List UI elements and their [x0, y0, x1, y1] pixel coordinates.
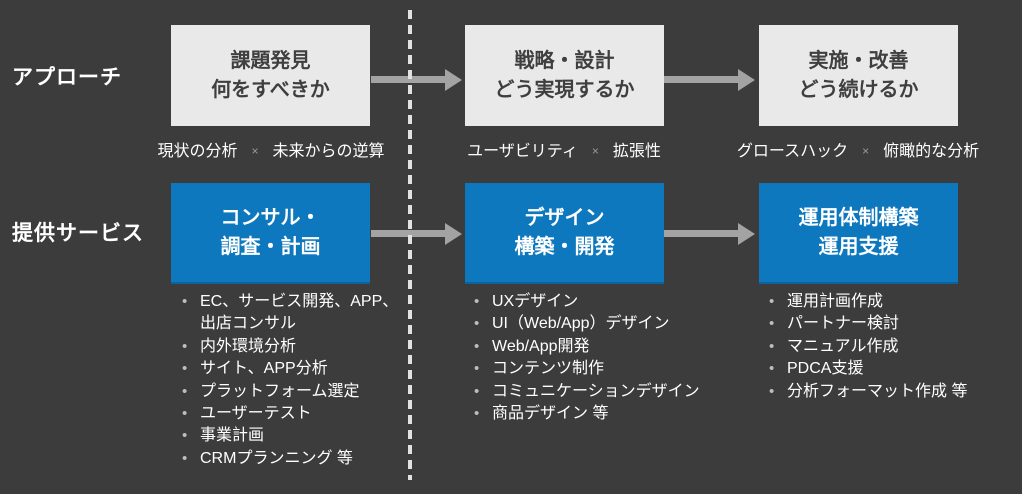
- caption-discovery: 現状の分析 × 未来からの逆算: [111, 137, 431, 161]
- list-item: マニュアル作成: [768, 336, 1020, 359]
- multiply-separator: ×: [591, 144, 599, 158]
- caption-strategy: ユーザビリティ × 拡張性: [404, 137, 724, 161]
- stage-box-strategy: 戦略・設計 どう実現するか: [465, 25, 664, 126]
- service-box-title-line: 運用支援: [818, 235, 899, 258]
- stage-box-title-line: 課題発見: [230, 49, 311, 72]
- service-box-design-dev: デザイン 構築・開発: [465, 183, 664, 284]
- row-label-services: 提供サービス: [12, 222, 144, 245]
- list-item: 事業計画: [181, 425, 409, 448]
- caption-right: 俯瞰的な分析: [883, 143, 980, 160]
- arrow-right-icon: [664, 76, 738, 83]
- multiply-separator: ×: [251, 144, 259, 158]
- list-item: コミュニケーションデザイン: [473, 381, 725, 404]
- caption-left: 現状の分析: [157, 143, 238, 160]
- list-item: 商品デザイン 等: [473, 403, 725, 426]
- caption-left: ユーザビリティ: [467, 143, 578, 160]
- list-item: UXデザイン: [473, 291, 725, 314]
- service-box-consulting: コンサル・ 調査・計画: [171, 183, 370, 284]
- caption-improve: グロースハック × 俯瞰的な分析: [698, 137, 1018, 161]
- dashed-divider-line: [408, 10, 412, 480]
- service-box-title-line: デザイン: [524, 206, 605, 229]
- list-item: CRMプランニング 等: [181, 448, 409, 471]
- service-box-title-line: 構築・開発: [514, 235, 615, 258]
- stage-box-title-line: 戦略・設計: [514, 49, 615, 72]
- arrow-right-icon: [664, 230, 738, 237]
- service-list-operation: 運用計画作成 パートナー検討 マニュアル作成 PDCA支援 分析フォーマット作成…: [768, 291, 1020, 403]
- caption-right: 拡張性: [612, 143, 661, 160]
- stage-box-title-line: どう続けるか: [798, 78, 919, 101]
- caption-right: 未来からの逆算: [272, 143, 385, 160]
- list-item: ユーザーテスト: [181, 403, 409, 426]
- list-item: PDCA支援: [768, 358, 1020, 381]
- list-item: プラットフォーム選定: [181, 381, 409, 404]
- caption-left: グロースハック: [736, 143, 849, 160]
- list-item: サイト、APP分析: [181, 358, 409, 381]
- stage-box-discovery: 課題発見 何をすべきか: [171, 25, 370, 126]
- list-item: 内外環境分析: [181, 336, 409, 359]
- stage-box-improve: 実施・改善 どう続けるか: [759, 25, 958, 126]
- list-item: UI（Web/App）デザイン: [473, 313, 725, 336]
- service-list-consulting: EC、サービス開発、APP、出店コンサル 内外環境分析 サイト、APP分析 プラ…: [181, 291, 409, 471]
- service-box-operation: 運用体制構築 運用支援: [759, 183, 958, 284]
- row-label-approach: アプローチ: [12, 66, 122, 89]
- stage-box-title-line: 実施・改善: [808, 49, 909, 72]
- service-box-title-line: 調査・計画: [220, 235, 321, 258]
- list-item: パートナー検討: [768, 313, 1020, 336]
- multiply-separator: ×: [862, 144, 870, 158]
- list-item: 運用計画作成: [768, 291, 1020, 314]
- list-item: EC、サービス開発、APP、出店コンサル: [181, 291, 409, 336]
- service-box-title-line: 運用体制構築: [798, 206, 919, 229]
- stage-box-title-line: 何をすべきか: [211, 78, 330, 101]
- list-item: Web/App開発: [473, 336, 725, 359]
- stage-box-title-line: どう実現するか: [494, 78, 635, 101]
- service-list-design-dev: UXデザイン UI（Web/App）デザイン Web/App開発 コンテンツ制作…: [473, 291, 725, 426]
- service-box-title-line: コンサル・: [220, 206, 321, 229]
- list-item: コンテンツ制作: [473, 358, 725, 381]
- list-item: 分析フォーマット作成 等: [768, 381, 1020, 404]
